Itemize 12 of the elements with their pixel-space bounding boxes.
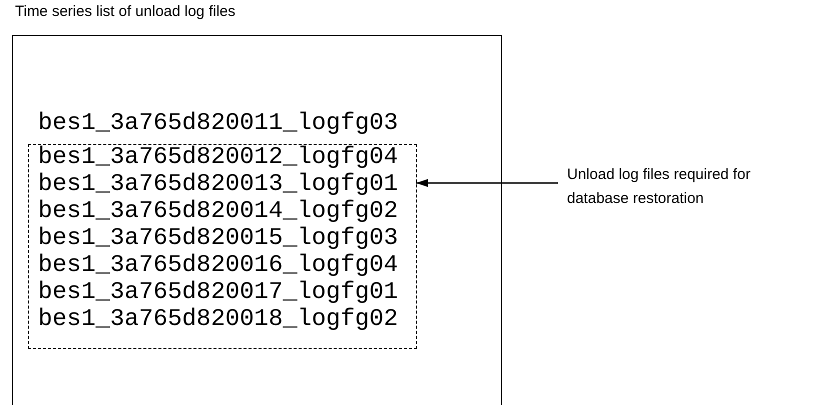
file-name: bes1_3a765d820018_logfg02 [38,306,398,333]
file-name: bes1_3a765d820012_logfg04 [38,144,398,171]
file-name: bes1_3a765d820017_logfg01 [38,279,398,306]
dashed-selection-box [28,144,417,349]
file-name: bes1_3a765d820015_logfg03 [38,225,398,252]
callout-text: Unload log files required for database restoration [558,163,808,211]
file-name: bes1_3a765d820013_logfg01 [38,171,398,198]
file-name: bes1_3a765d820011_logfg03 [38,110,398,137]
panel-heading: Time series list of unload log files [15,3,236,21]
file-name: bes1_3a765d820016_logfg04 [38,252,398,279]
file-name: bes1_3a765d820014_logfg02 [38,198,398,225]
arrow [416,179,558,187]
